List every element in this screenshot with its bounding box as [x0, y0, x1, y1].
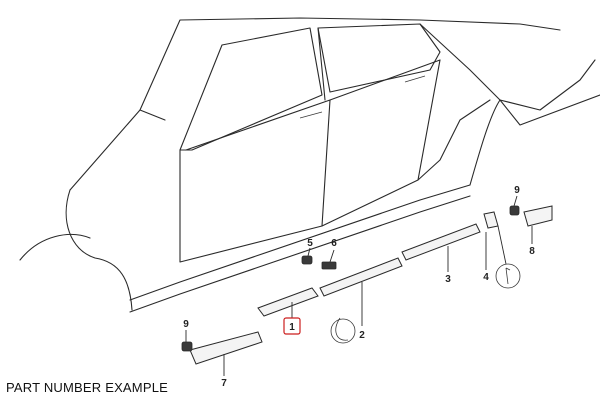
clip-detail-circle-2 — [495, 263, 521, 289]
callout-9-left[interactable]: 9 — [183, 319, 189, 330]
callout-8[interactable]: 8 — [529, 246, 535, 257]
callout-3[interactable]: 3 — [445, 274, 451, 285]
callout-1-highlight-box — [283, 317, 301, 335]
part-1-moulding[interactable] — [257, 287, 319, 318]
part-3-moulding[interactable] — [401, 223, 481, 272]
callout-1[interactable]: 1 — [289, 322, 295, 333]
callout-7[interactable]: 7 — [221, 378, 227, 389]
callout-6[interactable]: 6 — [331, 238, 337, 249]
callout-4[interactable]: 4 — [483, 272, 489, 283]
part-5-clip[interactable] — [301, 247, 313, 265]
part-8-trim[interactable] — [523, 205, 553, 244]
part-9-fastener-a[interactable] — [181, 330, 193, 352]
clip-icon — [335, 317, 349, 341]
clip-icon-2 — [505, 267, 511, 285]
part-4-end-cap[interactable] — [483, 211, 521, 289]
part-9-fastener-b[interactable] — [509, 195, 520, 216]
car-outline — [19, 17, 600, 313]
callout-5[interactable]: 5 — [307, 238, 313, 249]
callout-9-right[interactable]: 9 — [514, 185, 520, 196]
clip-detail-circle — [330, 318, 356, 344]
caption: PART NUMBER EXAMPLE — [6, 380, 169, 395]
part-6-retainer[interactable] — [321, 249, 337, 270]
part-7-moulding[interactable] — [189, 331, 263, 376]
part-2-moulding[interactable] — [319, 257, 403, 344]
callout-2[interactable]: 2 — [359, 330, 365, 341]
